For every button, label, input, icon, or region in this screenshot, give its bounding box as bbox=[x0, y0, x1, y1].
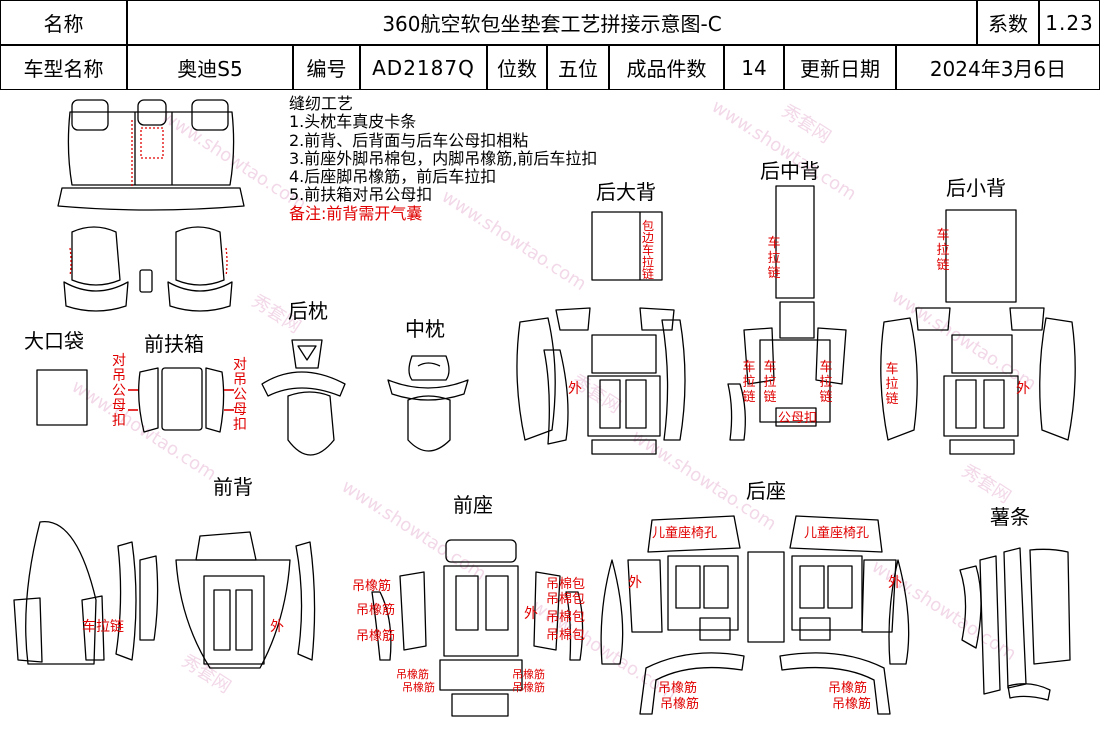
annot-buckle-mid: 公母扣 bbox=[778, 411, 818, 426]
process-notes: 缝纫工艺 1.头枕车真皮卡条 2.前背、后背面与后车公母扣相粘 3.前座外脚吊棉… bbox=[289, 94, 598, 223]
armrest-icon bbox=[139, 269, 153, 293]
date-label: 更新日期 bbox=[800, 57, 880, 81]
annot-child-seat-hole: 儿童座椅孔 bbox=[652, 526, 718, 541]
annot-cotton: 吊棉包 bbox=[546, 610, 586, 625]
annot-elastic: 吊橡筋 bbox=[658, 681, 698, 696]
annot-zip-small-l: 车拉链 bbox=[885, 362, 899, 407]
section-rear-big-back: 后大背 bbox=[596, 180, 656, 204]
pieces-value: 14 bbox=[741, 55, 767, 80]
section-front-seat: 前座 bbox=[453, 493, 493, 517]
annot-zip-mid-r: 车拉链 bbox=[819, 360, 833, 405]
code-value: AD2187Q bbox=[372, 55, 475, 80]
process-step: 1.头枕车真皮卡条 bbox=[289, 112, 417, 132]
annot-cotton: 吊棉包 bbox=[546, 592, 586, 607]
drawing-title: 360航空软包坐垫套工艺拼接示意图-C bbox=[382, 12, 722, 36]
annot-outer: 外 bbox=[1016, 381, 1030, 397]
annot-zip-small: 车拉链 bbox=[936, 228, 950, 273]
section-rear-headrest: 后枕 bbox=[288, 299, 328, 323]
annot-cotton: 吊棉包 bbox=[546, 628, 586, 643]
front-armrest-pieces bbox=[138, 367, 225, 433]
annot-child-seat-hole: 儿童座椅孔 bbox=[804, 526, 870, 541]
annot-zip-mid-c: 车拉链 bbox=[763, 360, 777, 405]
annot-zip-mid: 车拉链 bbox=[767, 236, 781, 281]
section-mid-headrest: 中枕 bbox=[405, 317, 445, 341]
annot-elastic-small: 吊橡筋 bbox=[512, 668, 545, 681]
pieces-label: 成品件数 bbox=[626, 57, 707, 81]
rear-small-back-pieces bbox=[880, 209, 1076, 455]
annot-outer: 外 bbox=[628, 575, 642, 591]
date-value: 2024年3月6日 bbox=[929, 57, 1067, 81]
model-value: 奥迪S5 bbox=[177, 57, 243, 81]
section-front-armrest: 前扶箱 bbox=[144, 332, 204, 356]
annot-zip-mid-l: 车拉链 bbox=[742, 360, 756, 405]
front-seat-pieces bbox=[371, 539, 584, 717]
annot-elastic-small: 吊橡筋 bbox=[396, 668, 429, 681]
rear-big-back-pieces bbox=[516, 211, 686, 455]
section-front-back: 前背 bbox=[213, 475, 253, 499]
annot-elastic: 吊橡筋 bbox=[356, 603, 396, 618]
section-strip: 薯条 bbox=[990, 505, 1030, 529]
header-table: 名称 360航空软包坐垫套工艺拼接示意图-C 系数 1.23 车型名称 奥迪S5… bbox=[0, 0, 1100, 90]
rear-headrest-pieces bbox=[261, 339, 346, 456]
annot-elastic: 吊橡筋 bbox=[832, 697, 872, 712]
annot-elastic-small: 吊橡筋 bbox=[512, 681, 545, 694]
rear-seat-pieces bbox=[600, 515, 910, 715]
front-back-pieces bbox=[13, 521, 316, 669]
strip-pieces bbox=[959, 547, 1071, 701]
annot-elastic: 吊橡筋 bbox=[352, 579, 392, 594]
annot-elastic: 吊橡筋 bbox=[660, 697, 700, 712]
process-title: 缝纫工艺 bbox=[289, 94, 354, 113]
pattern-pieces bbox=[13, 99, 1076, 717]
process-step: 2.前背、后背面与后车公母扣相粘 bbox=[289, 130, 529, 150]
code-label: 编号 bbox=[306, 57, 347, 81]
annot-buckle-right: 对吊公母扣 bbox=[233, 357, 247, 433]
model-label: 车型名称 bbox=[23, 57, 104, 81]
seats-label: 位数 bbox=[497, 57, 537, 81]
coef-label: 系数 bbox=[988, 12, 1028, 36]
annot-buckle-left: 对吊公母扣 bbox=[112, 353, 126, 429]
section-rear-small-back: 后小背 bbox=[946, 176, 1006, 200]
process-note: 备注:前背需开气囊 bbox=[289, 203, 423, 223]
annot-outer: 外 bbox=[568, 381, 582, 397]
buckle-arrows bbox=[128, 389, 234, 411]
front-seat-right-icon bbox=[167, 226, 233, 312]
annot-outer: 外 bbox=[270, 619, 284, 635]
seats-value: 五位 bbox=[558, 57, 598, 81]
rear-mid-back-pieces bbox=[727, 185, 847, 441]
annot-outer: 外 bbox=[888, 575, 902, 591]
process-step: 3.前座外脚吊棉包，内脚吊橡筋,前后车拉扣 bbox=[289, 148, 598, 168]
big-bag-piece bbox=[36, 369, 88, 426]
annot-elastic: 吊橡筋 bbox=[828, 681, 868, 696]
annot-zip-front-back: 车拉链 bbox=[82, 619, 124, 635]
mid-headrest-pieces bbox=[387, 355, 469, 452]
section-rear-mid-back: 后中背 bbox=[760, 159, 820, 183]
coef-value: 1.23 bbox=[1045, 10, 1094, 35]
name-label: 名称 bbox=[43, 12, 84, 36]
annot-outer: 外 bbox=[524, 606, 538, 622]
annot-edge-zip: 包边车拉链 bbox=[641, 219, 654, 281]
section-big-bag: 大口袋 bbox=[24, 329, 84, 353]
process-step: 4.后座脚吊橡筋，前后车拉扣 bbox=[289, 167, 497, 187]
front-seat-left-icon bbox=[63, 226, 129, 312]
annot-cotton: 吊棉包 bbox=[546, 577, 586, 592]
annot-elastic: 吊橡筋 bbox=[356, 629, 396, 644]
section-rear-seat: 后座 bbox=[746, 479, 786, 503]
process-step: 5.前扶箱对吊公母扣 bbox=[289, 185, 433, 205]
annot-elastic-small: 吊橡筋 bbox=[402, 681, 435, 694]
seat-overview-icon bbox=[57, 99, 245, 211]
